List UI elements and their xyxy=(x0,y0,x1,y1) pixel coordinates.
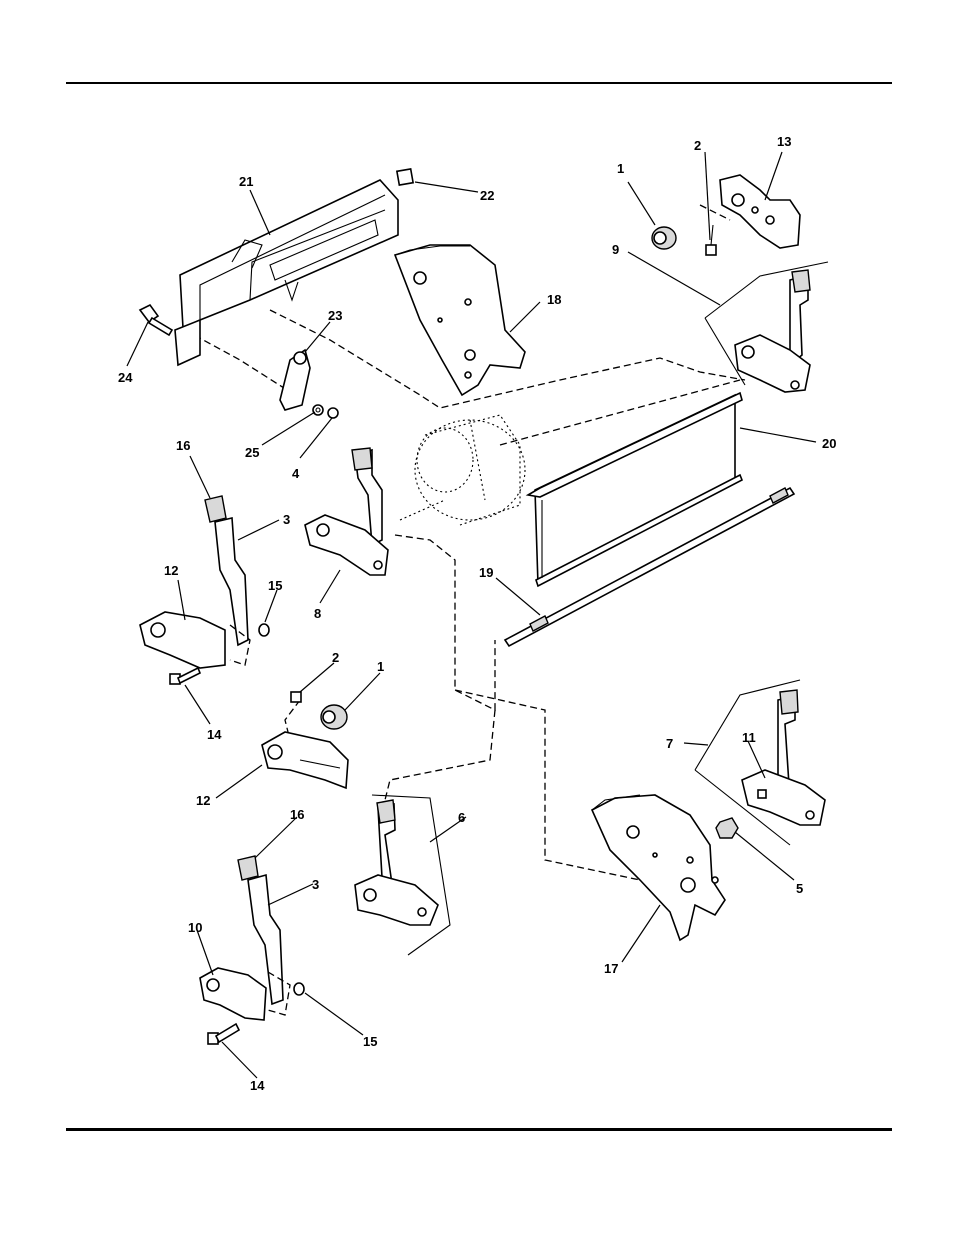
callout-19: 19 xyxy=(479,565,493,580)
callout-15: 15 xyxy=(363,1034,377,1049)
part-12-lever-plate-upper xyxy=(140,612,250,668)
part-22-clip-nut xyxy=(397,169,413,185)
part-16-plug-lower xyxy=(238,856,258,880)
callout-22: 22 xyxy=(480,188,494,203)
callout-16: 16 xyxy=(176,438,190,453)
callout-2: 2 xyxy=(694,138,701,153)
part-4-nut xyxy=(328,408,338,418)
callout-5: 5 xyxy=(796,881,803,896)
callout-21: 21 xyxy=(239,174,253,189)
part-21-channel-bracket xyxy=(175,180,398,365)
callout-13: 13 xyxy=(777,134,791,149)
part-13-bracket-plate xyxy=(720,175,800,248)
part-8-lever-bracket xyxy=(305,448,388,575)
part-7-lever-assembly xyxy=(695,680,800,845)
part-6-lever-assembly xyxy=(355,795,450,955)
callout-8: 8 xyxy=(314,606,321,621)
part-15-washer-lower xyxy=(294,983,304,995)
part-23-pivot-link xyxy=(280,350,310,410)
callout-2: 2 xyxy=(332,650,339,665)
part-5-nut xyxy=(716,818,738,838)
callout-1: 1 xyxy=(617,161,624,176)
callout-3: 3 xyxy=(312,877,319,892)
motor-housing-phantom xyxy=(400,415,525,525)
part-14-bolt-lower xyxy=(208,1024,239,1044)
part-24-bolt xyxy=(140,305,172,335)
callout-4: 4 xyxy=(292,466,300,481)
callout-20: 20 xyxy=(822,436,836,451)
part-25-washer xyxy=(313,405,323,415)
part-1-bearing-top xyxy=(652,227,676,249)
callout-6: 6 xyxy=(458,810,465,825)
part-12-lever-plate-middle xyxy=(262,732,348,788)
callout-1: 1 xyxy=(377,659,384,674)
callout-12: 12 xyxy=(196,793,210,808)
callout-15: 15 xyxy=(268,578,282,593)
callout-7: 7 xyxy=(666,736,673,751)
callout-9: 9 xyxy=(612,242,619,257)
callout-10: 10 xyxy=(188,920,202,935)
part-18-gusset-plate xyxy=(395,245,525,395)
part-17-gusset-plate xyxy=(592,795,725,940)
callout-3: 3 xyxy=(283,512,290,527)
part-2-screw-middle xyxy=(291,692,301,702)
callout-24: 24 xyxy=(118,370,133,385)
part-2-screw-top xyxy=(706,225,716,255)
part-14-bolt-upper xyxy=(170,668,200,684)
callout-25: 25 xyxy=(245,445,259,460)
callout-18: 18 xyxy=(547,292,561,307)
callout-14: 14 xyxy=(250,1078,265,1093)
part-9-lever-assembly xyxy=(705,262,828,392)
part-16-plug-upper xyxy=(205,496,226,522)
part-1-bearing-middle xyxy=(321,705,347,729)
callout-12: 12 xyxy=(164,563,178,578)
callout-16: 16 xyxy=(290,807,304,822)
part-20-screen-panel xyxy=(528,393,742,586)
part-15-washer-upper xyxy=(259,624,269,636)
callout-11: 11 xyxy=(742,730,756,745)
callout-14: 14 xyxy=(207,727,222,742)
callout-23: 23 xyxy=(328,308,342,323)
callout-17: 17 xyxy=(604,961,618,976)
